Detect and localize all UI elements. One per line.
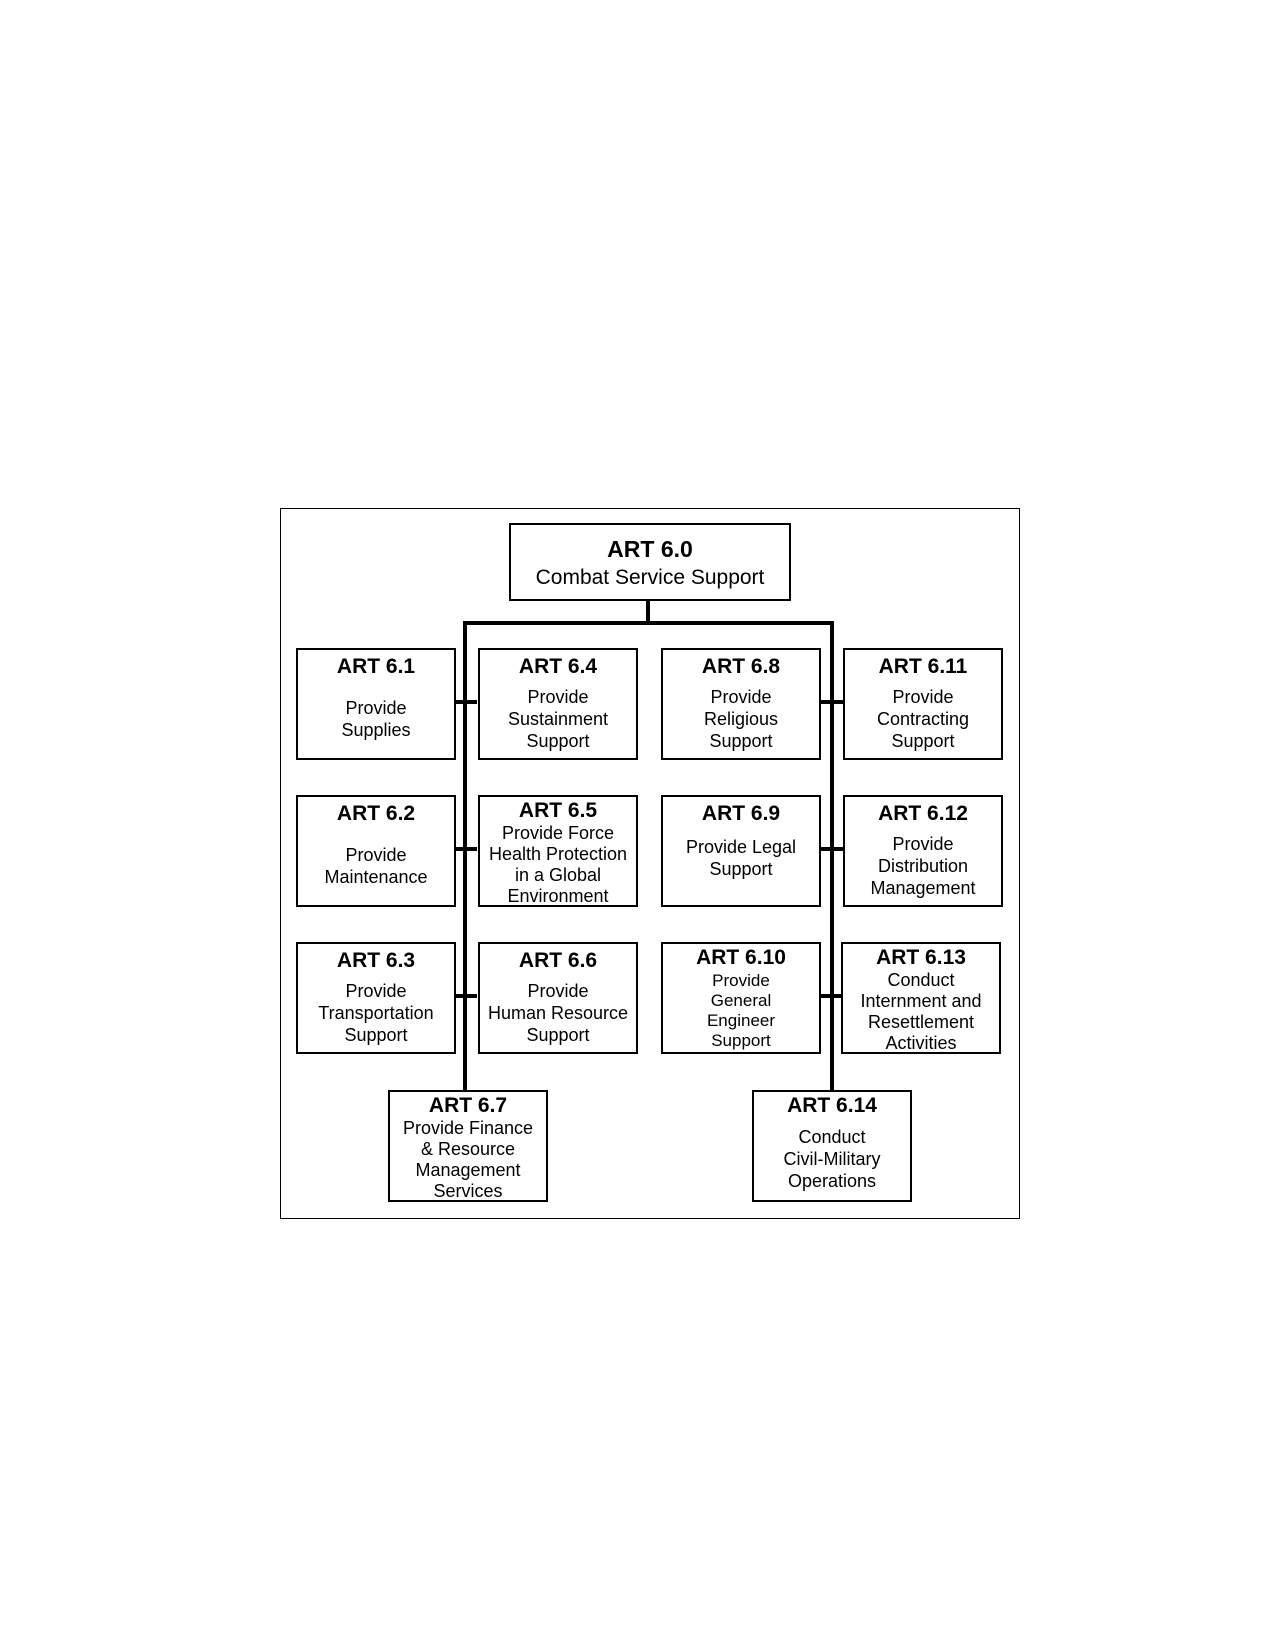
- task-label: Provide Sustainment Support: [507, 686, 609, 751]
- task-label: Provide Religious Support: [703, 686, 779, 751]
- task-box-art-6-1: ART 6.1 Provide Supplies: [296, 648, 456, 760]
- task-box-art-6-4: ART 6.4 Provide Sustainment Support: [478, 648, 638, 760]
- task-label: Provide Finance & Resource Management Se…: [402, 1118, 534, 1201]
- task-box-art-6-11: ART 6.11 Provide Contracting Support: [843, 648, 1003, 760]
- task-code: ART 6.6: [518, 949, 598, 972]
- task-label: Provide Transportation Support: [318, 980, 434, 1045]
- root-label: Combat Service Support: [535, 566, 765, 589]
- task-code: ART 6.9: [701, 802, 781, 825]
- task-box-art-6-12: ART 6.12 Provide Distribution Management: [843, 795, 1003, 907]
- task-box-art-6-3: ART 6.3 Provide Transportation Support: [296, 942, 456, 1054]
- task-box-art-6-8: ART 6.8 Provide Religious Support: [661, 648, 821, 760]
- task-code: ART 6.2: [336, 802, 416, 825]
- task-label: Provide Contracting Support: [876, 686, 970, 751]
- task-label: Conduct Internment and Resettlement Acti…: [860, 970, 982, 1053]
- task-box-art-6-7: ART 6.7 Provide Finance & Resource Manag…: [388, 1090, 548, 1202]
- root-box-art-6-0: ART 6.0 Combat Service Support: [509, 523, 791, 601]
- task-code: ART 6.12: [878, 802, 968, 825]
- task-label: Provide Legal Support: [685, 837, 797, 879]
- task-code: ART 6.8: [701, 655, 781, 678]
- task-label: Provide Distribution Management: [870, 833, 976, 898]
- task-label: Conduct Civil-Military Operations: [783, 1127, 881, 1191]
- task-box-art-6-9: ART 6.9 Provide Legal Support: [661, 795, 821, 907]
- task-label: Provide Maintenance: [324, 844, 428, 887]
- task-code: ART 6.5: [518, 799, 598, 822]
- task-box-art-6-5: ART 6.5 Provide Force Health Protection …: [478, 795, 638, 907]
- task-code: ART 6.10: [696, 946, 786, 969]
- task-label: Provide General Engineer Support: [706, 971, 776, 1050]
- task-box-art-6-13: ART 6.13 Conduct Internment and Resettle…: [841, 942, 1001, 1054]
- task-code: ART 6.14: [787, 1094, 877, 1117]
- task-code: ART 6.3: [336, 949, 416, 972]
- task-label: Provide Force Health Protection in a Glo…: [488, 823, 628, 906]
- root-code: ART 6.0: [607, 536, 693, 562]
- task-box-art-6-2: ART 6.2 Provide Maintenance: [296, 795, 456, 907]
- task-code: ART 6.7: [428, 1094, 508, 1117]
- task-box-art-6-14: ART 6.14 Conduct Civil-Military Operatio…: [752, 1090, 912, 1202]
- task-label: Provide Human Resource Support: [487, 980, 629, 1045]
- task-code: ART 6.4: [518, 655, 598, 678]
- task-box-art-6-10: ART 6.10 Provide General Engineer Suppor…: [661, 942, 821, 1054]
- task-code: ART 6.13: [876, 946, 966, 969]
- task-code: ART 6.11: [878, 655, 968, 678]
- task-label: Provide Supplies: [341, 697, 411, 740]
- task-code: ART 6.1: [336, 655, 416, 678]
- task-box-art-6-6: ART 6.6 Provide Human Resource Support: [478, 942, 638, 1054]
- diagram-frame: [280, 508, 1020, 1219]
